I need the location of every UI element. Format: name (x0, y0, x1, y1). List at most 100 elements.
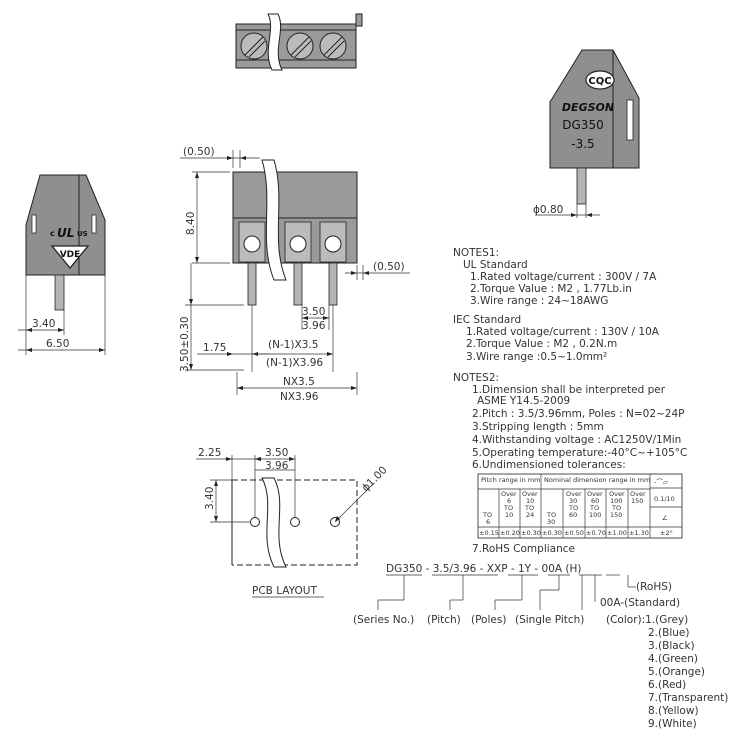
table-col: Over 30 TO 60 (566, 490, 582, 519)
total-b-dim: NX3.96 (280, 391, 319, 403)
cqc-mark: CQC (588, 76, 611, 87)
break-mark (261, 477, 287, 568)
table-cell: 60 (569, 511, 577, 519)
color-option: 8.(Yellow) (648, 705, 699, 717)
side-inner-dim: 3.40 (32, 318, 55, 330)
notes2-item: 6.Undimensioned tolerances: (472, 459, 626, 471)
table-tol: ±1.00 (607, 529, 627, 537)
color-label: (Color):1.(Grey) (606, 614, 688, 626)
table-cell: 10 (505, 511, 513, 519)
table-cell: 100 (610, 497, 622, 505)
color-option: 7.(Transparent) (648, 692, 728, 704)
table-cell: 60 (591, 497, 599, 505)
table-col: TO 6 (482, 511, 492, 526)
pcb-outline (232, 479, 358, 566)
brand-mark: DEGSON (562, 101, 614, 114)
table-tol: ±0.50 (564, 529, 584, 537)
side-outer-dim: 6.50 (46, 338, 69, 350)
series-label: (Series No.) (353, 614, 414, 626)
table-cell: 6 (507, 497, 511, 505)
table-tol: ±0.30 (542, 529, 562, 537)
notes2-item: ASME Y14.5-2009 (477, 395, 570, 407)
vde-mark: VDE (60, 250, 81, 260)
table-flatness: 0.1/10 (654, 495, 675, 503)
model-mark: DG350 (562, 118, 603, 132)
single-pitch-label: (Single Pitch) (515, 614, 584, 626)
right-view-pin (576, 167, 587, 205)
iec-item: 1.Rated voltage/current : 130V / 10A (466, 326, 660, 338)
notes1-heading: NOTES1: (453, 247, 499, 259)
table-cell: 6 (486, 518, 490, 526)
pcb-row-dim: 3.40 (204, 487, 216, 510)
front-pin (247, 262, 257, 306)
part-code: DG350 - 3.5/3.96 - XXP - 1Y - 00A (H) (R… (353, 563, 728, 730)
table-cell: 150 (631, 497, 643, 505)
table-tol: ±0.15 (479, 529, 499, 537)
table-cell: Over (587, 490, 603, 498)
top-view-screw (240, 32, 268, 60)
offset-dim: 1.75 (203, 342, 226, 354)
front-pin (328, 262, 338, 306)
table-cell: 10 (526, 497, 534, 505)
table-head-pitch: Pitch range in mm (481, 476, 541, 484)
notes2-item: 3.Stripping length : 5mm (472, 421, 604, 433)
ul-logo: UL (57, 226, 74, 240)
table-cell: Over (609, 490, 625, 498)
pcb-pitch-b-dim: 3.96 (265, 460, 289, 472)
table-col: Over 60 TO 100 (587, 490, 603, 519)
top-view-tab (355, 13, 363, 27)
color-option: 2.(Blue) (648, 627, 689, 639)
table-col: Over 100 TO 150 (609, 490, 625, 519)
part-number: DG350 - 3.5/3.96 - XXP - 1Y - 00A (H) (386, 563, 582, 575)
break-mark (261, 159, 287, 281)
front-pin (293, 262, 303, 306)
table-col: Over 6 TO 10 (501, 490, 517, 519)
notes2-item: 2.Pitch : 3.5/3.96mm, Poles : N=02~24P (472, 408, 685, 420)
break-mark (267, 13, 283, 71)
table-col: Over 150 (630, 490, 646, 505)
height-dim: 8.40 (185, 212, 197, 235)
pcb-edge-dim: 2.25 (198, 447, 221, 459)
pcb-hole (250, 517, 260, 527)
notes2-item: 4.Withstanding voltage : AC1250V/1Min (472, 434, 681, 446)
table-tol: ±0.70 (586, 529, 606, 537)
pitch-a-dim: 3.50 (302, 306, 325, 318)
table-cell: 30 (547, 518, 555, 526)
color-option: 9.(White) (648, 718, 697, 730)
ul-standard-title: UL Standard (463, 259, 528, 271)
table-cell: TO (482, 511, 492, 519)
pin-diameter-dim: ϕ0.80 (533, 204, 563, 216)
table-cell: TO (568, 504, 578, 512)
table-cell: 150 (610, 511, 622, 519)
n1-pitch-b-dim: (N-1)X3.96 (266, 357, 323, 369)
notes2-heading: NOTES2: (453, 372, 499, 384)
table-cell: Over (501, 490, 517, 498)
table-tol: ±2° (660, 529, 673, 537)
rohs-note: 7.RoHS Compliance (472, 543, 575, 555)
table-cell: TO (524, 504, 534, 512)
ul-c-mark: c (50, 229, 55, 238)
table-col: Over 10 TO 24 (522, 490, 538, 519)
cqc-logo (585, 70, 615, 90)
ul-us-mark: US (77, 230, 88, 238)
iec-standard-title: IEC Standard (453, 314, 521, 326)
table-head-nominal: Nominal dimension range in mm (544, 476, 650, 484)
color-option: 4.(Green) (648, 653, 698, 665)
color-option: 6.(Red) (648, 679, 686, 691)
right-view: CQC DEGSON DG350 -3.5 ϕ0.80 (533, 49, 640, 218)
pcb-hole-dim: ϕ1.00 (360, 464, 390, 494)
notes2-item: 1.Dimension shall be interpreted per (472, 384, 666, 396)
rohs-label: (RoHS) (636, 581, 672, 593)
ul-item: 2.Torque Value : M2 , 1.77Lb.in (470, 283, 632, 295)
notes1: NOTES1: UL Standard 1.Rated voltage/curr… (453, 247, 660, 363)
side-pad-dim: (0.50) (373, 261, 405, 273)
n1-pitch-a-dim: (N-1)X3.5 (268, 339, 318, 351)
pcb-layout-title: PCB LAYOUT (252, 585, 317, 597)
table-cell: 30 (569, 497, 577, 505)
pitch-b-dim: 3.96 (302, 320, 326, 332)
color-option: 5.(Orange) (648, 666, 705, 678)
table-tol: ±1.30 (629, 529, 649, 537)
top-pad-dim: (0.50) (183, 146, 215, 158)
notes2: NOTES2: 1.Dimension shall be interpreted… (453, 372, 687, 555)
pin-length-dim: 3.50±0.30 (179, 316, 191, 372)
